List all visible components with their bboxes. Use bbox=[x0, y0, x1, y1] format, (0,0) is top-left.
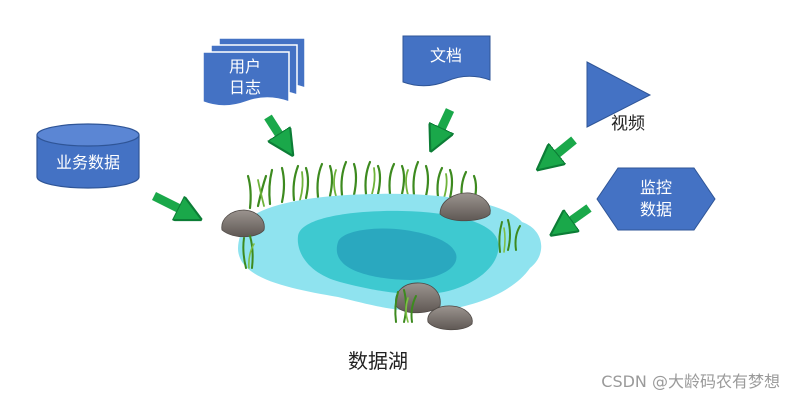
video-label: 视频 bbox=[611, 114, 645, 134]
user-log-label-line1: 用户 bbox=[229, 57, 261, 76]
video-play-icon: 视频 bbox=[586, 61, 652, 134]
arrow-from-monitoring bbox=[561, 204, 592, 228]
business-data-label: 业务数据 bbox=[56, 153, 120, 172]
business-data-cylinder: 业务数据 bbox=[36, 123, 140, 189]
documents-label: 文档 bbox=[430, 46, 462, 65]
lake-front-grass bbox=[242, 219, 521, 323]
arrow-from-documents bbox=[436, 108, 455, 140]
monitoring-data-hexagon: 监控 数据 bbox=[596, 167, 716, 231]
user-log-label-line2: 日志 bbox=[229, 78, 261, 97]
user-log-multidocument: 用户 日志 bbox=[202, 37, 306, 107]
rock-top-right bbox=[439, 192, 491, 222]
lake-illustration: 数据湖 bbox=[221, 160, 542, 373]
lake-back-grass bbox=[246, 160, 478, 210]
flow-arrows bbox=[151, 108, 592, 228]
data-lake-label: 数据湖 bbox=[348, 349, 408, 373]
rock-left bbox=[221, 209, 265, 238]
arrow-from-user-log bbox=[264, 114, 286, 145]
monitoring-label-line1: 监控 bbox=[640, 178, 672, 197]
lake-deep-water bbox=[336, 228, 457, 280]
documents-shape: 文档 bbox=[402, 35, 491, 87]
arrow-from-video bbox=[547, 136, 577, 162]
csdn-watermark: CSDN @大龄码农有梦想 bbox=[601, 372, 780, 391]
arrow-from-business-data bbox=[151, 191, 190, 214]
monitoring-label-line2: 数据 bbox=[640, 200, 672, 219]
lake-front-grass-light bbox=[248, 227, 506, 323]
lake-back-grass-light bbox=[257, 167, 448, 207]
